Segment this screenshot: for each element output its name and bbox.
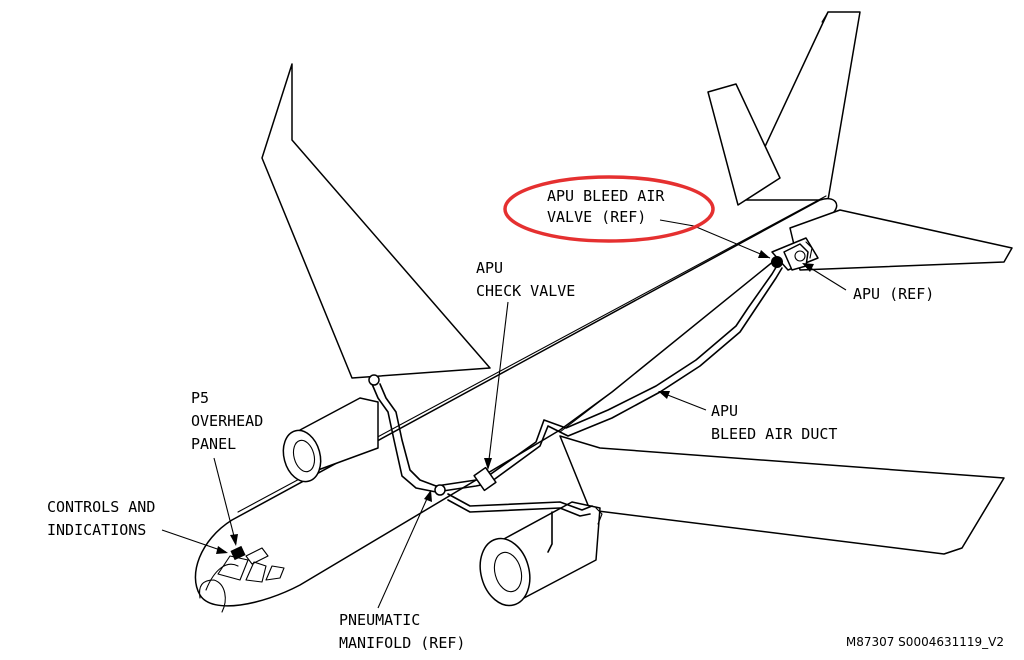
apu-ref-label: APU (REF): [853, 285, 934, 303]
p5-overhead-panel-leader: [213, 457, 237, 545]
right-engine: [479, 501, 603, 607]
left-engine: [282, 397, 379, 483]
fuselage: [194, 198, 838, 607]
apu-check-valve-leader: [487, 301, 509, 469]
controls-indications-leader: [161, 529, 227, 553]
p5-overhead-panel: [230, 545, 246, 561]
left-wing: [261, 63, 491, 379]
pneumatic-manifold-leader: [377, 491, 431, 609]
left-horizontal-stabilizer: [707, 83, 781, 206]
apu-bleed-air-valve: [771, 241, 813, 271]
apu-bleed-air-valve-label: APU BLEED AIR VALVE (REF): [547, 187, 673, 226]
apu-check-valve-label: APU CHECK VALVE: [476, 259, 575, 300]
vertical-stabilizer: [739, 11, 861, 201]
controls-and-indications-label: CONTROLS AND INDICATIONS: [47, 498, 164, 539]
p5-overhead-panel-label: P5 OVERHEAD PANEL: [191, 389, 272, 453]
highlight-ellipse: [503, 175, 715, 243]
right-wing: [559, 435, 1005, 555]
pneumatic-manifold-label: PNEUMATIC MANIFOLD (REF): [339, 611, 465, 652]
right-horizontal-stabilizer: [789, 209, 1013, 271]
figure-id: M87307 S0004631119_V2: [846, 635, 1004, 649]
bleed-air-ducting: [368, 263, 783, 553]
apu-bleed-air-duct-label: APU BLEED AIR DUCT: [711, 402, 837, 443]
cockpit-windows: [217, 555, 285, 583]
